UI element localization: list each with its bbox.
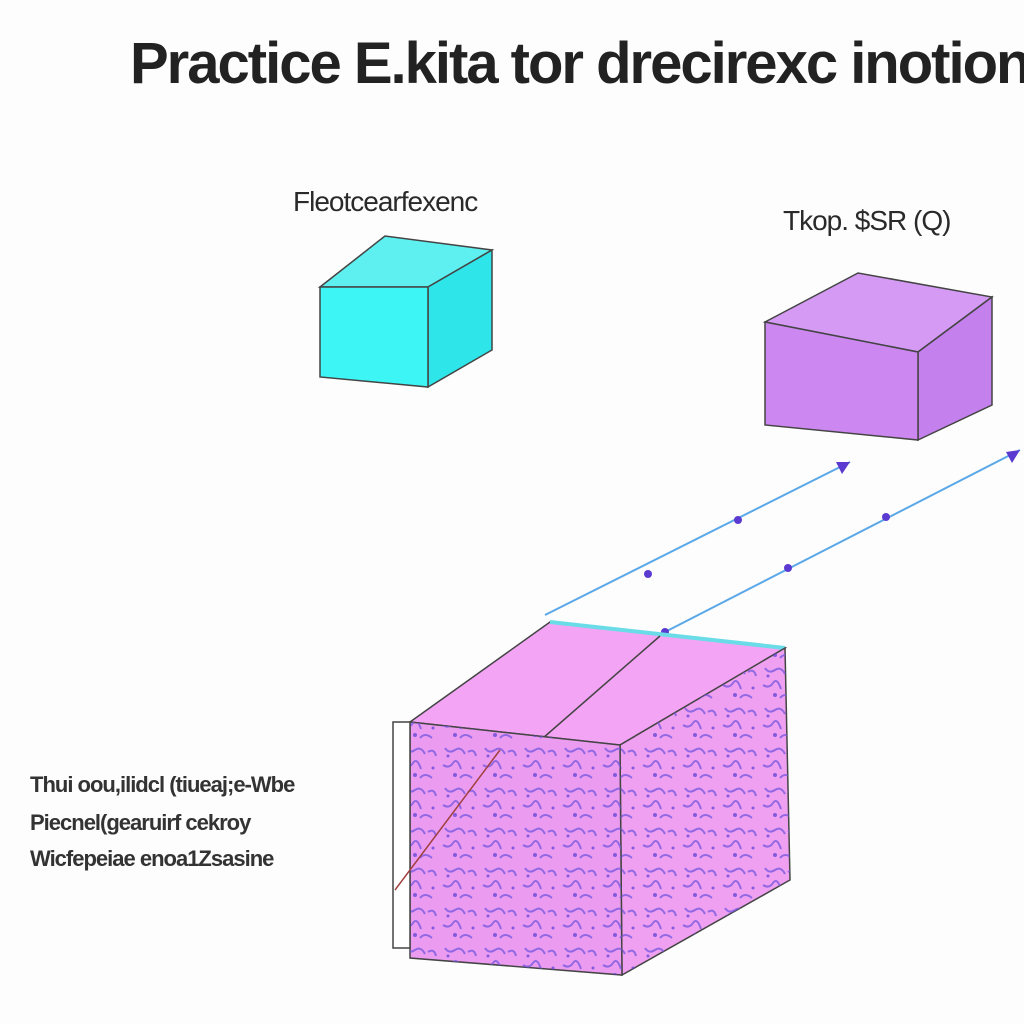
right-box-label: Tkop. $SR (Q) — [783, 205, 951, 236]
purple-box — [762, 272, 994, 442]
left-box-label: Fleotcearfexenc — [293, 186, 478, 217]
pink-box — [392, 620, 791, 977]
arrowhead-icon — [1006, 450, 1020, 463]
cyan-box — [317, 235, 495, 389]
description-line: Piecnel(gearuirf cekroy — [30, 810, 251, 835]
arrowhead-icon — [836, 462, 850, 474]
arrow-line-1 — [544, 461, 851, 616]
page-title: Practice E.kita tor drecirexc inotiona — [130, 31, 1024, 96]
arrow-line-2 — [661, 449, 1021, 636]
description-line: Thui oou,ilidcl (tiueaj;e-Wbe — [30, 772, 295, 797]
description-line: Wicfepeiae enoa1Zsasine — [30, 846, 274, 871]
